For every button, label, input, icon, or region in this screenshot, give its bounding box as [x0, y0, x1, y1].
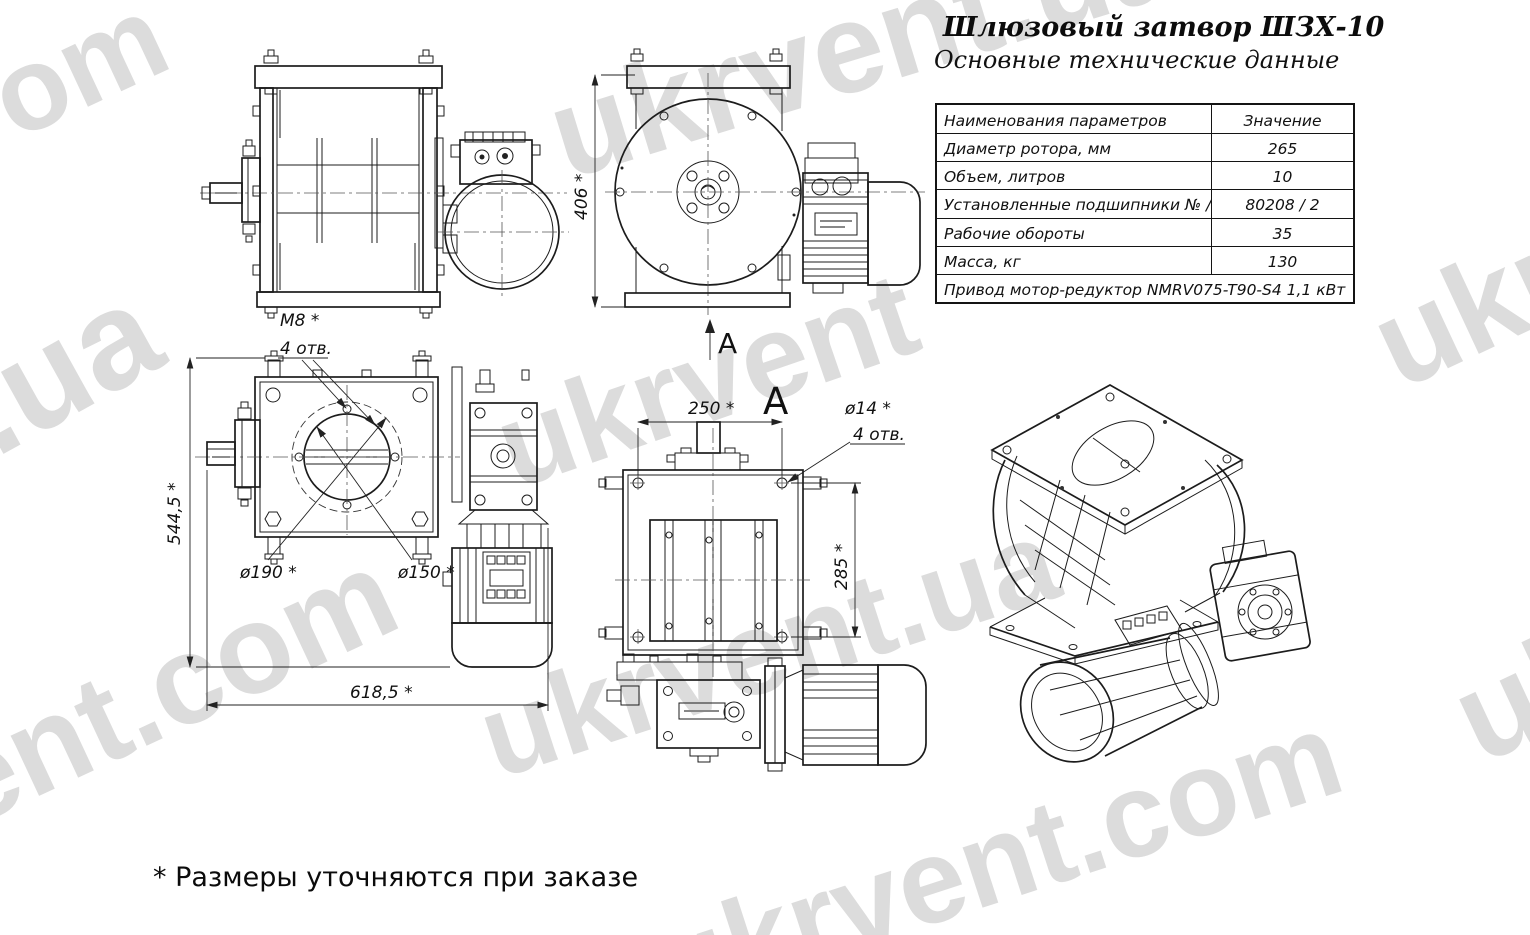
- table-row-name: Установленные подшипники № / шт: [937, 189, 1211, 217]
- dimension-label-d14-holes: 4 отв.: [853, 425, 905, 445]
- footnote: * Размеры уточняются при заказе: [153, 862, 639, 893]
- side-view-drawing: 406 *: [572, 48, 925, 360]
- top-view-drawing: А 250 * ø14 * 4 отв.: [598, 380, 927, 772]
- table-row-name: Рабочие обороты: [937, 217, 1211, 246]
- watermark: om: [0, 0, 187, 165]
- table-row-name: Диаметр ротора, мм: [937, 133, 1211, 161]
- dimension-label-d190: ø190 *: [239, 563, 297, 583]
- view-direction-arrow: [705, 319, 715, 333]
- table-row-value: 35: [1211, 217, 1353, 246]
- table-drive-row: Привод мотор-редуктор NMRV075-T90-S4 1,1…: [937, 273, 1353, 302]
- dimension-label-618: 618,5 *: [350, 683, 413, 703]
- dimension-label-m8: M8 *: [280, 311, 319, 331]
- dimension-label-544: 544,5 *: [165, 482, 185, 545]
- view-label-A: А: [718, 327, 737, 360]
- table-row-value: 10: [1211, 161, 1353, 190]
- table-row-name: Масса, кг: [937, 245, 1211, 274]
- table-row-value: 80208 / 2: [1211, 189, 1353, 218]
- page-subtitle: Основные технические данные: [934, 46, 1340, 74]
- table-col-header: Значение: [1211, 105, 1353, 134]
- dimension-label-d14: ø14 *: [844, 399, 891, 419]
- page-title: Шлюзовый затвор ШЗХ-10: [943, 12, 1385, 43]
- spec-table: Наименования параметров Значение Диаметр…: [935, 103, 1355, 304]
- section-view-drawing: M8 * 4 отв. ø190 * ø150 *: [165, 311, 553, 711]
- dimension-label-d150: ø150 *: [397, 563, 455, 583]
- table-row-name: Объем, литров: [937, 161, 1211, 189]
- dimension-label-m8-holes: 4 отв.: [280, 339, 332, 359]
- table-row-value: 265: [1211, 133, 1353, 162]
- front-view-drawing: [200, 49, 569, 319]
- watermark: ukrvent: [1351, 91, 1530, 417]
- dimension-label-285: 285 *: [832, 544, 852, 590]
- watermark: ukrvent: [1431, 459, 1530, 791]
- iso-view-drawing: [989, 384, 1311, 763]
- table-col-header: Наименования параметров: [944, 111, 1167, 130]
- dimension-label-250: 250 *: [688, 399, 734, 419]
- flange-hole: [630, 475, 790, 645]
- section-label-A: А: [763, 380, 788, 423]
- dimension-label-406: 406 *: [572, 174, 592, 220]
- table-row-value: 130: [1211, 245, 1353, 274]
